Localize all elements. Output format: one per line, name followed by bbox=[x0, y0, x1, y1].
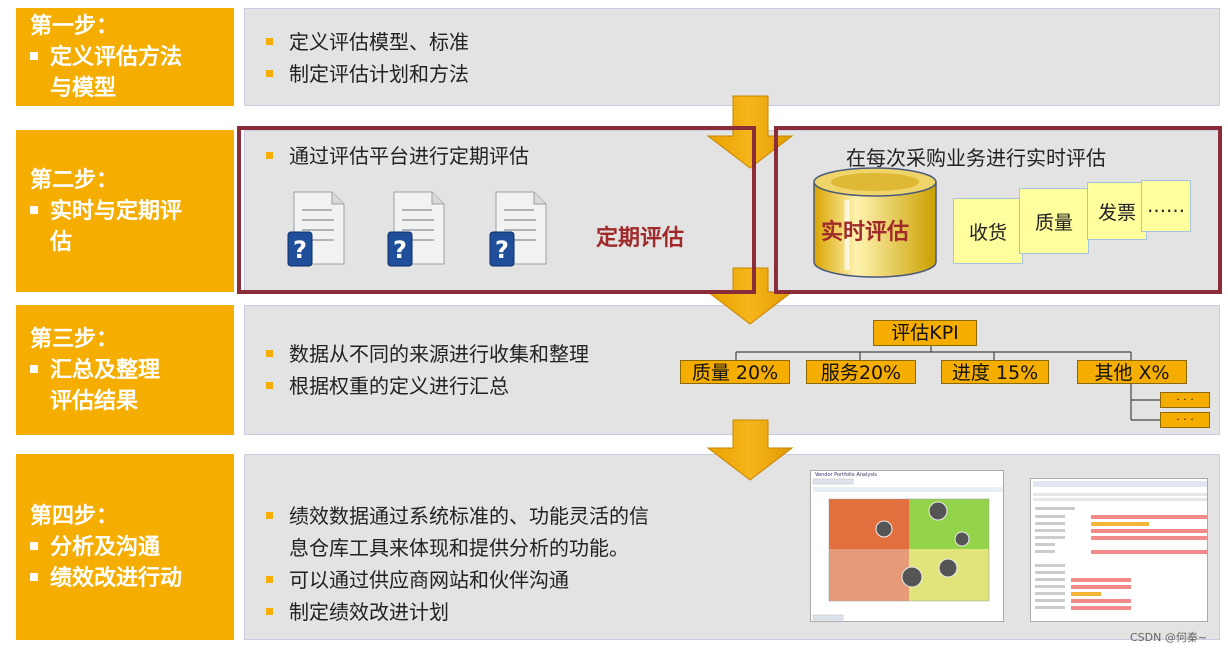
step4-list: 绩效数据通过系统标准的、功能灵活的信 息仓库工具来体现和提供分析的功能。 可以通… bbox=[266, 500, 649, 628]
periodic-label: 定期评估 bbox=[596, 226, 685, 251]
svg-text:?: ? bbox=[393, 236, 407, 264]
svg-text:?: ? bbox=[495, 236, 509, 264]
bullet-icon bbox=[266, 349, 273, 357]
list-item: 可以通过供应商网站和伙伴沟通 bbox=[289, 568, 569, 592]
report-table-graphic bbox=[1033, 481, 1207, 610]
step2-bullet: 实时与定期评 bbox=[50, 198, 183, 224]
step1-bullet: 定义评估方法 bbox=[50, 44, 183, 70]
list-item: 根据权重的定义进行汇总 bbox=[289, 374, 509, 398]
step4-bullet2: 绩效改进行动 bbox=[50, 565, 183, 591]
bullet-icon bbox=[30, 51, 38, 60]
arrow-down-3 bbox=[706, 419, 794, 481]
kpi-sub-2: · · · bbox=[1160, 412, 1210, 428]
step4-box: 第四步： 分析及沟通 绩效改进行动 bbox=[16, 454, 234, 640]
step1-title: 第一步： bbox=[30, 13, 119, 39]
note-invoice: 发票 bbox=[1087, 182, 1147, 240]
bullet-icon bbox=[30, 572, 38, 581]
step3-bullet: 汇总及整理 bbox=[50, 357, 161, 383]
step1-box: 第一步： 定义评估方法 与模型 bbox=[16, 8, 234, 106]
list-item: 数据从不同的来源进行收集和整理 bbox=[289, 342, 589, 366]
step1-list: 定义评估模型、标准 制定评估计划和方法 bbox=[266, 26, 469, 90]
bullet-icon bbox=[30, 364, 38, 373]
realtime-cylinder-label: 实时评估 bbox=[821, 220, 910, 245]
step3-line3: 评估结果 bbox=[50, 388, 139, 414]
kpi-service: 服务20% bbox=[806, 360, 916, 384]
arrow-down-1 bbox=[706, 95, 794, 169]
document-question-icon: ? bbox=[387, 191, 445, 267]
bullet-icon bbox=[266, 511, 273, 519]
kpi-progress: 进度 15% bbox=[941, 360, 1049, 384]
svg-text:?: ? bbox=[293, 236, 307, 264]
document-icons: ? ? ? bbox=[287, 191, 547, 267]
bullet-icon bbox=[266, 381, 273, 389]
bubble-chart bbox=[812, 478, 1003, 621]
list-item: 制定绩效改进计划 bbox=[289, 600, 449, 624]
step3-title: 第三步： bbox=[30, 326, 119, 352]
bullet-icon bbox=[266, 607, 273, 615]
note-quality: 质量 bbox=[1019, 188, 1089, 254]
step2-list: 通过评估平台进行定期评估 bbox=[266, 140, 529, 172]
vendor-portfolio-thumbnail: Vendor Portfolio Analysis bbox=[810, 470, 1004, 622]
kpi-quality: 质量 20% bbox=[680, 360, 790, 384]
kpi-sub-1: · · · bbox=[1160, 392, 1210, 408]
kpi-other: 其他 X% bbox=[1077, 360, 1187, 384]
periodic-frame bbox=[237, 126, 756, 294]
step3-box: 第三步： 汇总及整理 评估结果 bbox=[16, 305, 234, 435]
step2-box: 第二步： 实时与定期评 估 bbox=[16, 130, 234, 292]
list-item: 绩效数据通过系统标准的、功能灵活的信 bbox=[289, 504, 649, 528]
bullet-icon bbox=[266, 69, 273, 77]
document-question-icon: ? bbox=[287, 191, 345, 267]
bullet-icon bbox=[30, 205, 38, 214]
report-table-thumbnail bbox=[1030, 478, 1208, 622]
list-item: 息仓库工具来体现和提供分析的功能。 bbox=[289, 536, 629, 560]
document-question-icon: ? bbox=[489, 191, 547, 267]
list-item: 制定评估计划和方法 bbox=[289, 62, 469, 86]
database-cylinder-icon bbox=[813, 167, 937, 278]
bullet-icon bbox=[30, 541, 38, 550]
bullet-icon bbox=[266, 37, 273, 45]
note-more: …… bbox=[1141, 180, 1191, 232]
step4-title: 第四步： bbox=[30, 503, 119, 529]
bullet-icon bbox=[266, 151, 273, 159]
step1-line3: 与模型 bbox=[50, 75, 117, 101]
realtime-frame bbox=[774, 126, 1222, 294]
step2-line3: 估 bbox=[50, 229, 73, 255]
step3-list: 数据从不同的来源进行收集和整理 根据权重的定义进行汇总 bbox=[266, 338, 589, 402]
list-item: 通过评估平台进行定期评估 bbox=[289, 144, 529, 168]
realtime-title: 在每次采购业务进行实时评估 bbox=[846, 146, 1106, 170]
step4-bullet1: 分析及沟通 bbox=[50, 534, 161, 560]
kpi-root: 评估KPI bbox=[873, 320, 977, 346]
watermark: CSDN @何秦~ bbox=[1130, 631, 1208, 644]
bullet-icon bbox=[266, 575, 273, 583]
vendor-portfolio-title: Vendor Portfolio Analysis bbox=[815, 472, 877, 478]
step2-title: 第二步： bbox=[30, 167, 119, 193]
list-item: 定义评估模型、标准 bbox=[289, 30, 469, 54]
note-receipt: 收货 bbox=[953, 198, 1023, 264]
step1-panel bbox=[244, 8, 1220, 106]
